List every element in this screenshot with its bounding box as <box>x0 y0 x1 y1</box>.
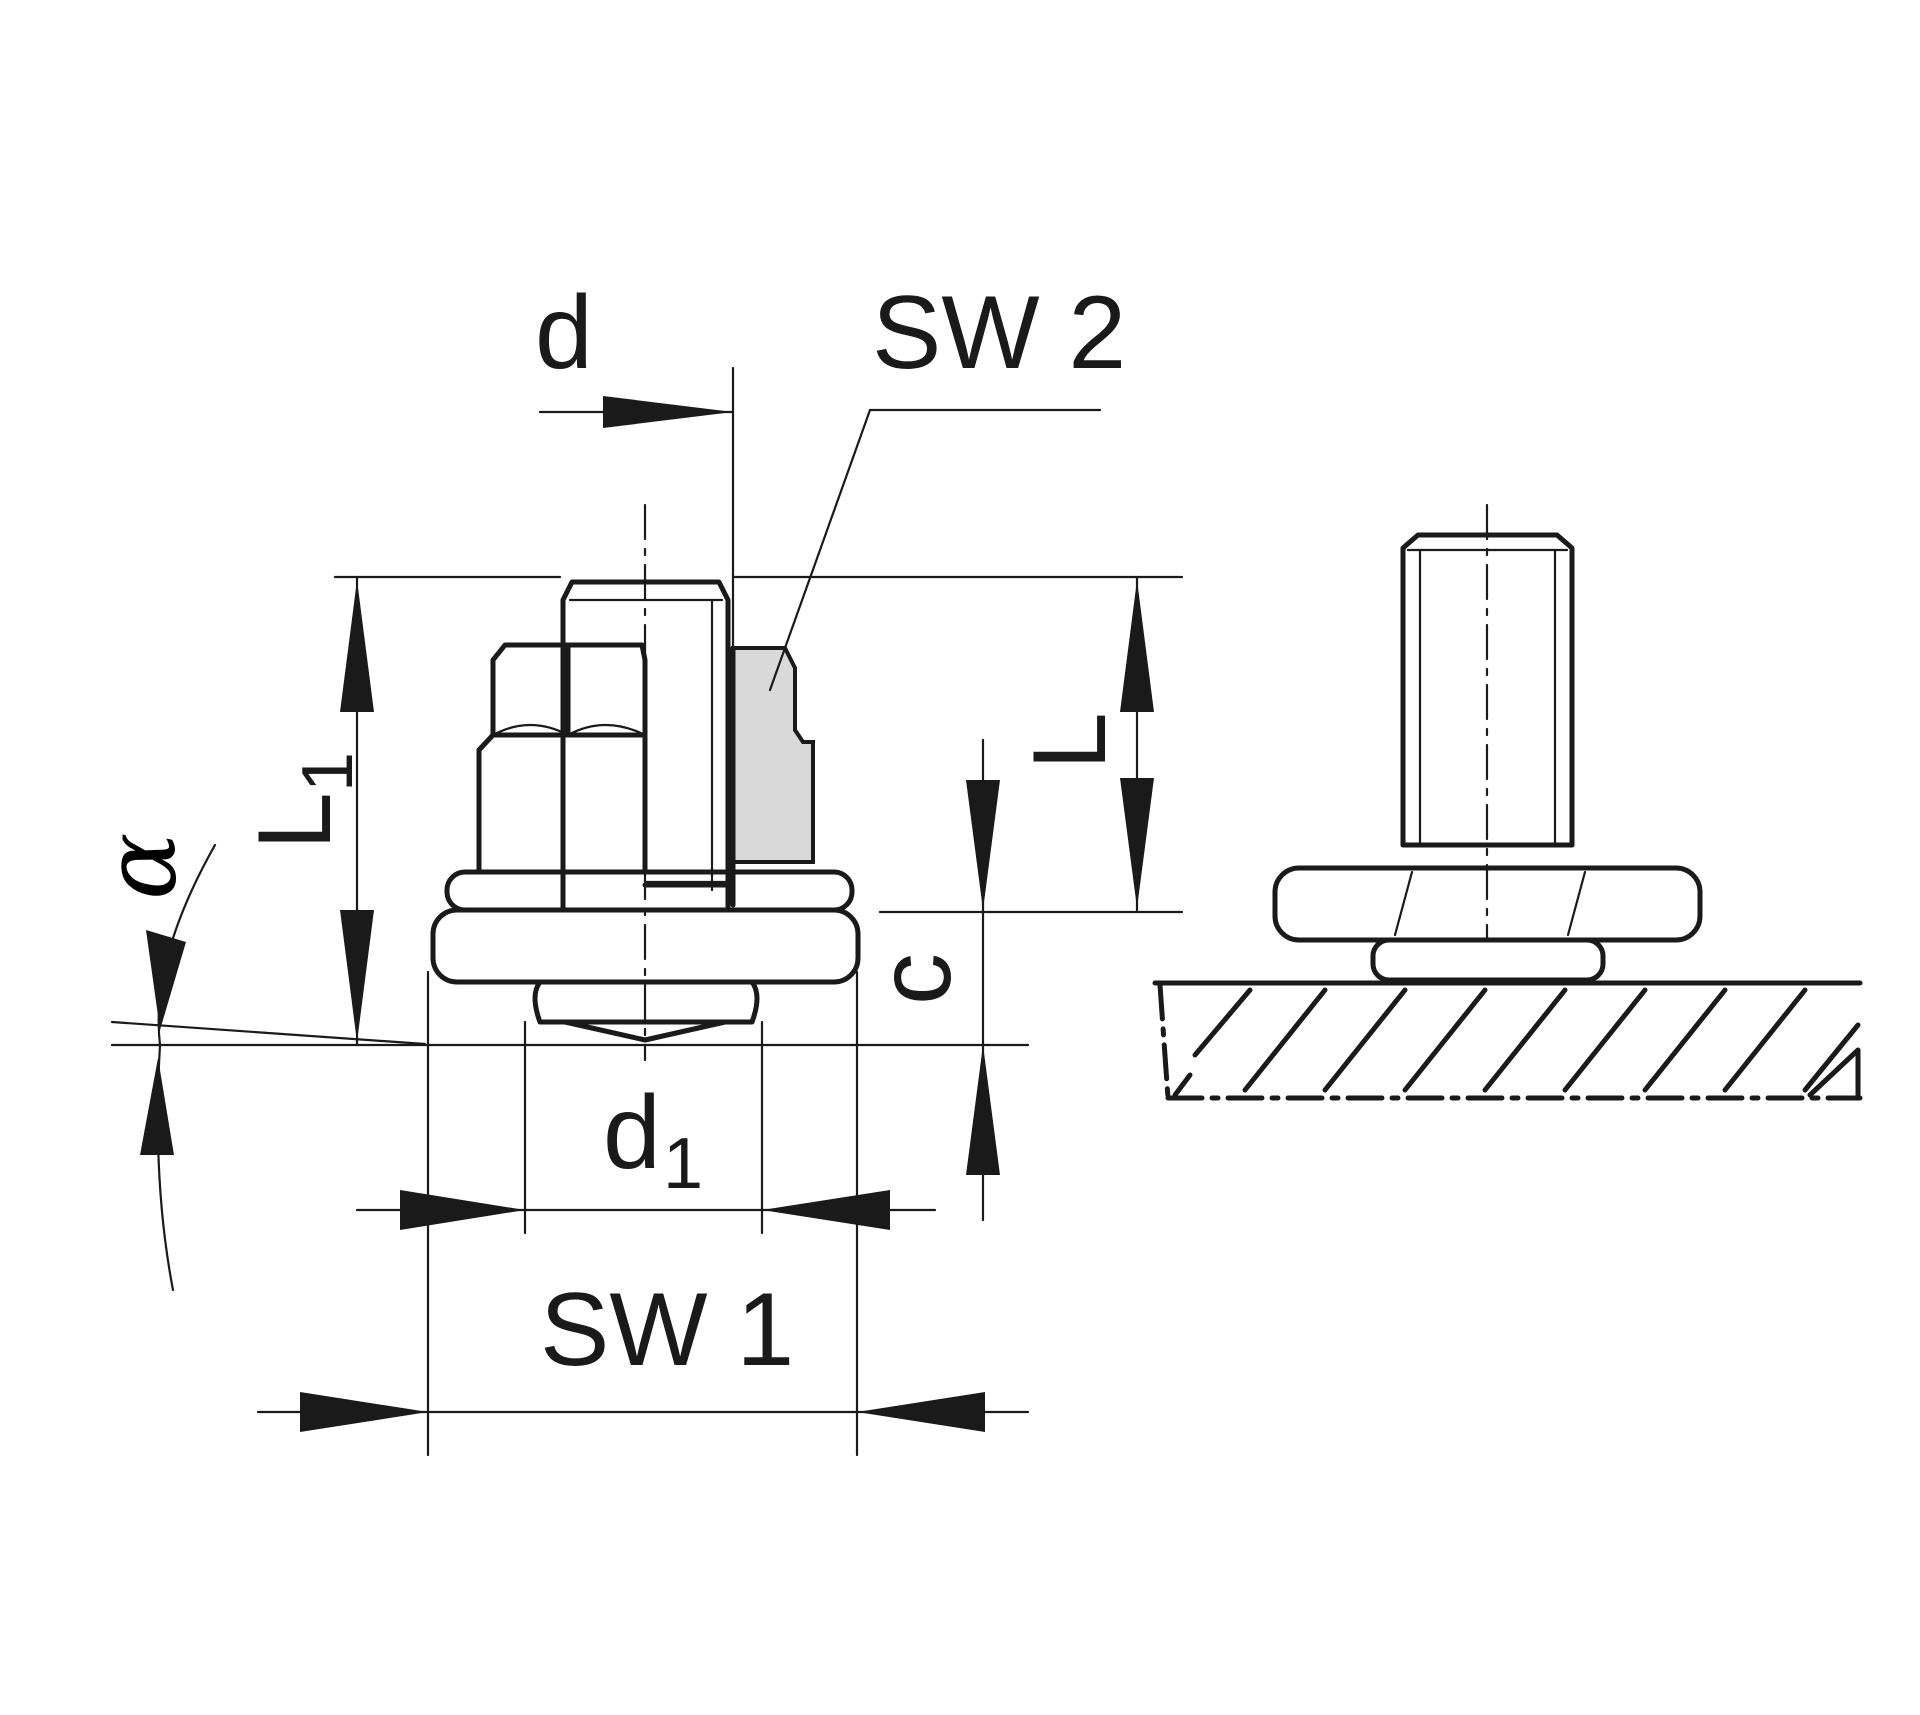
label-c: c <box>857 953 973 1005</box>
foot-mounted-view <box>1152 503 1863 1101</box>
mounted-plate-hatch-2 <box>1566 870 1587 937</box>
label-l-group: L <box>1012 712 1128 770</box>
label-d: d <box>535 275 593 391</box>
d1-arrow-left <box>400 1190 525 1230</box>
foot-tip <box>562 1019 728 1043</box>
alpha-reference-line <box>110 1020 427 1046</box>
sw2-leader <box>768 408 1102 692</box>
label-l1: L 1 <box>237 752 368 850</box>
ground-hatching <box>1152 980 1863 1101</box>
label-sw1: SW 1 <box>540 1272 794 1388</box>
shaded-nut-section <box>731 646 815 864</box>
d-arrow <box>603 396 733 428</box>
mounted-plate-hatch-1 <box>1393 870 1414 937</box>
hatch-8 <box>1722 987 1808 1093</box>
dimensions: d SW 2 L 1 α L c d 1 SW 1 <box>82 275 1184 1457</box>
c-arrow-bottom <box>966 1045 1000 1175</box>
sw1-arrow-right <box>857 1392 985 1432</box>
l1-arrow-top <box>340 580 374 712</box>
foot-disc <box>532 979 760 1025</box>
l-arrow-bottom <box>1120 778 1154 908</box>
hatch-9 <box>1802 1022 1861 1093</box>
hatch-3 <box>1322 987 1408 1093</box>
label-d1-sub: 1 <box>663 1124 703 1204</box>
hatch-2 <box>1242 987 1328 1093</box>
l-arrow-top <box>1120 580 1154 712</box>
mounted-foot-disc <box>1370 937 1606 983</box>
hatch-1b <box>1172 1072 1193 1098</box>
label-l1-sub: 1 <box>288 752 368 792</box>
label-l: L <box>1012 712 1128 770</box>
label-d1-main: d <box>603 1075 661 1191</box>
hatch-6 <box>1562 987 1648 1093</box>
ground-corner <box>1807 1047 1861 1098</box>
hatch-1 <box>1192 987 1253 1058</box>
alpha-arrow-bottom <box>140 1058 174 1155</box>
d1-arrow-right <box>762 1190 890 1230</box>
label-sw2: SW 2 <box>872 275 1126 391</box>
label-l1-main: L <box>237 792 353 850</box>
alpha-arrow-top <box>146 930 186 1030</box>
l1-arrow-bottom <box>340 910 374 1042</box>
hatch-7 <box>1642 987 1728 1093</box>
label-alpha-group: α <box>82 832 199 900</box>
sw1-arrow-left <box>300 1392 428 1432</box>
foot-side-view <box>430 503 861 1062</box>
label-alpha: α <box>82 832 199 900</box>
hatch-4 <box>1402 987 1488 1093</box>
ground-left-line <box>1157 982 1171 1101</box>
collar-washer <box>444 869 855 913</box>
hatch-5 <box>1482 987 1568 1093</box>
c-arrow-top <box>966 780 1000 910</box>
alpha-arc <box>156 843 217 1292</box>
label-c-group: c <box>857 953 973 1005</box>
